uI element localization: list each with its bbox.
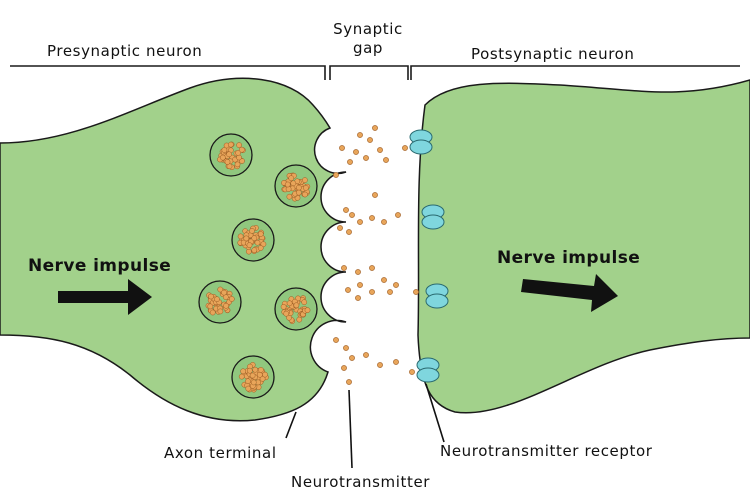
presynaptic-neuron: [0, 77, 347, 422]
neurotransmitter-dot: [347, 159, 353, 165]
neurotransmitter-dot: [339, 145, 345, 151]
nerve-impulse-left-label: Nerve impulse: [28, 256, 172, 276]
receptor-protein: [409, 129, 433, 155]
neurotransmitter-dot: [383, 157, 389, 163]
neurotransmitter-dot: [346, 229, 352, 235]
neurotransmitter-dot: [387, 289, 393, 295]
neurotransmitter-molecules: [333, 125, 419, 385]
neurotransmitter-dot: [363, 155, 369, 161]
neurotransmitter-dot: [341, 265, 347, 271]
postsynaptic-bracket: [410, 65, 740, 80]
neurotransmitter-dot: [395, 212, 401, 218]
neurotransmitter-pointer: [348, 389, 353, 469]
neurotransmitter-receptors: [409, 129, 449, 383]
nerve-impulse-right-label: Nerve impulse: [497, 248, 641, 268]
impulse-arrow-right: [521, 274, 618, 312]
receptor-protein: [421, 204, 445, 230]
neurotransmitter-dot: [409, 369, 415, 375]
neurotransmitter-dot: [377, 147, 383, 153]
vesicle: [231, 218, 275, 262]
neurotransmitter-dot: [346, 379, 352, 385]
neurotransmitter-dot: [333, 172, 339, 178]
neurotransmitter-label: Neurotransmitter: [291, 473, 431, 491]
neurotransmitter-dot: [343, 207, 349, 213]
vesicle: [209, 133, 253, 177]
neurotransmitter-dot: [353, 149, 359, 155]
neurotransmitter-dot: [345, 287, 351, 293]
neurotransmitter-dot: [372, 192, 378, 198]
postsynaptic-label: Postsynaptic neuron: [471, 45, 635, 63]
neurotransmitter-dot: [333, 337, 339, 343]
synaptic-gap-label-line2: gap: [352, 39, 384, 57]
neurotransmitter-dot: [369, 289, 375, 295]
neurotransmitter-dot: [413, 289, 419, 295]
neurotransmitter-dot: [363, 352, 369, 358]
neurotransmitter-dot: [343, 345, 349, 351]
neurotransmitter-dot: [381, 277, 387, 283]
neurotransmitter-dot: [357, 132, 363, 138]
receptor-label: Neurotransmitter receptor: [440, 442, 653, 460]
neurotransmitter-dot: [393, 282, 399, 288]
neurotransmitter-dot: [372, 125, 378, 131]
neurotransmitter-dot: [349, 355, 355, 361]
neurotransmitter-dot: [349, 212, 355, 218]
header-brackets: [10, 65, 740, 80]
neurotransmitter-dot: [337, 225, 343, 231]
presynaptic-bracket: [10, 65, 326, 80]
axon-terminal-pointer: [285, 411, 297, 439]
neurotransmitter-dot: [341, 365, 347, 371]
neurotransmitter-dot: [355, 269, 361, 275]
synaptic-vesicles: [198, 133, 318, 399]
gap-bracket: [329, 65, 409, 80]
neurotransmitter-dot: [367, 137, 373, 143]
neurotransmitter-dot: [402, 145, 408, 151]
synaptic-gap-label-line1: Synaptic: [333, 20, 403, 38]
neurotransmitter-dot: [369, 215, 375, 221]
neurotransmitter-dot: [377, 362, 383, 368]
neurotransmitter-dot: [357, 282, 363, 288]
vesicle: [231, 355, 275, 399]
vesicle: [198, 280, 242, 324]
neurotransmitter-dot: [355, 295, 361, 301]
impulse-arrow-left: [58, 279, 152, 315]
neurotransmitter-dot: [369, 265, 375, 271]
neurotransmitter-dot: [393, 359, 399, 365]
receptor-pointer: [425, 383, 445, 443]
receptor-protein: [416, 357, 440, 383]
receptor-protein: [425, 283, 449, 309]
axon-terminal-label: Axon terminal: [164, 444, 277, 462]
neurotransmitter-dot: [357, 219, 363, 225]
vesicle: [274, 164, 318, 208]
postsynaptic-neuron: [417, 79, 750, 414]
presynaptic-label: Presynaptic neuron: [47, 42, 203, 60]
neurotransmitter-dot: [381, 219, 387, 225]
vesicle: [274, 287, 318, 331]
synaptic-gap-label: Synaptic gap: [320, 20, 416, 58]
